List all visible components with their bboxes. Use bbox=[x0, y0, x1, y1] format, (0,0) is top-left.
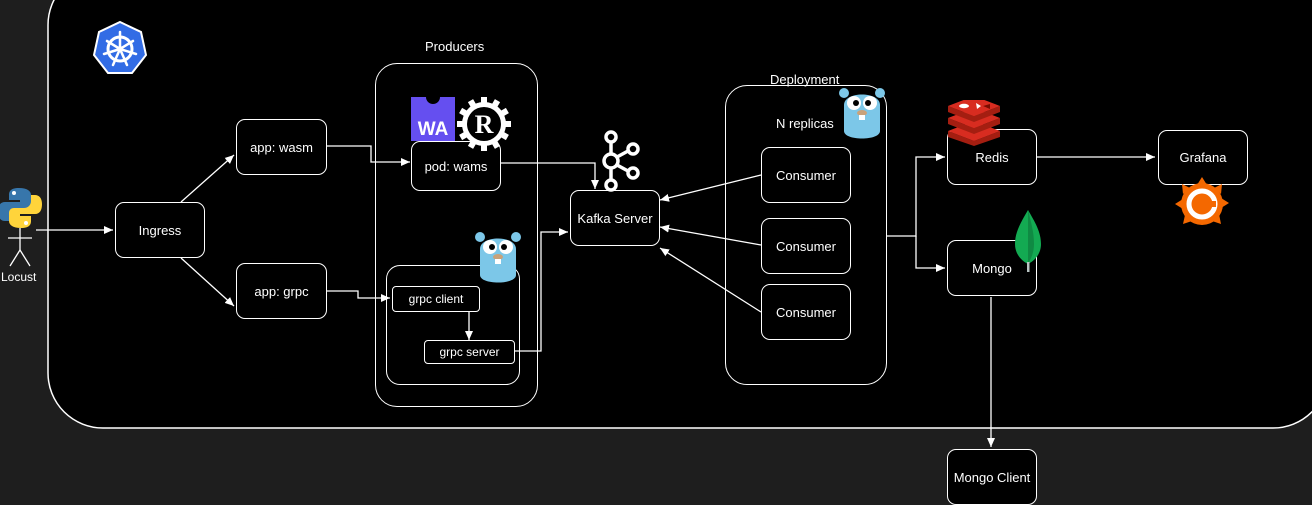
mongo-client-node: Mongo Client bbox=[947, 449, 1037, 505]
app-wasm-node: app: wasm bbox=[236, 119, 327, 175]
producers-label: Producers bbox=[425, 39, 485, 54]
edge-ingress-app-grpc bbox=[180, 257, 235, 307]
locust-actor-icon bbox=[8, 228, 32, 267]
edge-pod-kafka bbox=[500, 162, 599, 189]
gopher-icon-grpc bbox=[475, 232, 521, 283]
edge-app-grpc-client bbox=[327, 290, 390, 302]
edge-consumer3-kafka bbox=[659, 247, 762, 313]
svg-text:R: R bbox=[475, 110, 494, 139]
mongodb-icon bbox=[1015, 210, 1041, 272]
producers-group bbox=[375, 63, 538, 407]
grafana-node: Grafana bbox=[1158, 130, 1248, 185]
edge-app-wasm-pod bbox=[327, 145, 410, 166]
consumer-node-3: Consumer bbox=[761, 284, 851, 340]
kubernetes-cluster-boundary bbox=[47, 0, 1312, 429]
deployment-label: Deployment bbox=[770, 72, 840, 87]
edge-server-kafka bbox=[515, 228, 568, 352]
grpc-pod-group bbox=[386, 265, 520, 385]
redis-icon bbox=[948, 100, 1000, 146]
webassembly-icon: WA bbox=[411, 97, 455, 141]
edge-ingress-app-wasm bbox=[180, 154, 235, 203]
grpc-client-node: grpc client bbox=[392, 286, 480, 312]
rust-icon: R bbox=[457, 97, 511, 151]
grpc-server-node: grpc server bbox=[424, 340, 515, 364]
edge-consumer2-kafka bbox=[659, 224, 762, 246]
app-grpc-node: app: grpc bbox=[236, 263, 327, 319]
locust-label: Locust bbox=[1, 270, 37, 284]
consumer-node-2: Consumer bbox=[761, 218, 851, 274]
edge-deployment-redis bbox=[886, 153, 945, 237]
deployment-group bbox=[725, 85, 887, 385]
edge-deployment-mongo bbox=[915, 236, 945, 272]
edge-consumer1-kafka bbox=[659, 174, 762, 202]
svg-text:WA: WA bbox=[418, 119, 449, 140]
kafka-server-node: Kafka Server bbox=[570, 190, 660, 246]
kafka-icon bbox=[602, 130, 640, 192]
kubernetes-icon bbox=[92, 20, 148, 74]
replicas-label: N replicas bbox=[776, 116, 834, 131]
ingress-node: Ingress bbox=[115, 202, 205, 258]
python-icon bbox=[0, 188, 42, 228]
gopher-icon bbox=[839, 88, 885, 139]
consumer-node-1: Consumer bbox=[761, 147, 851, 203]
grafana-icon bbox=[1175, 177, 1229, 225]
